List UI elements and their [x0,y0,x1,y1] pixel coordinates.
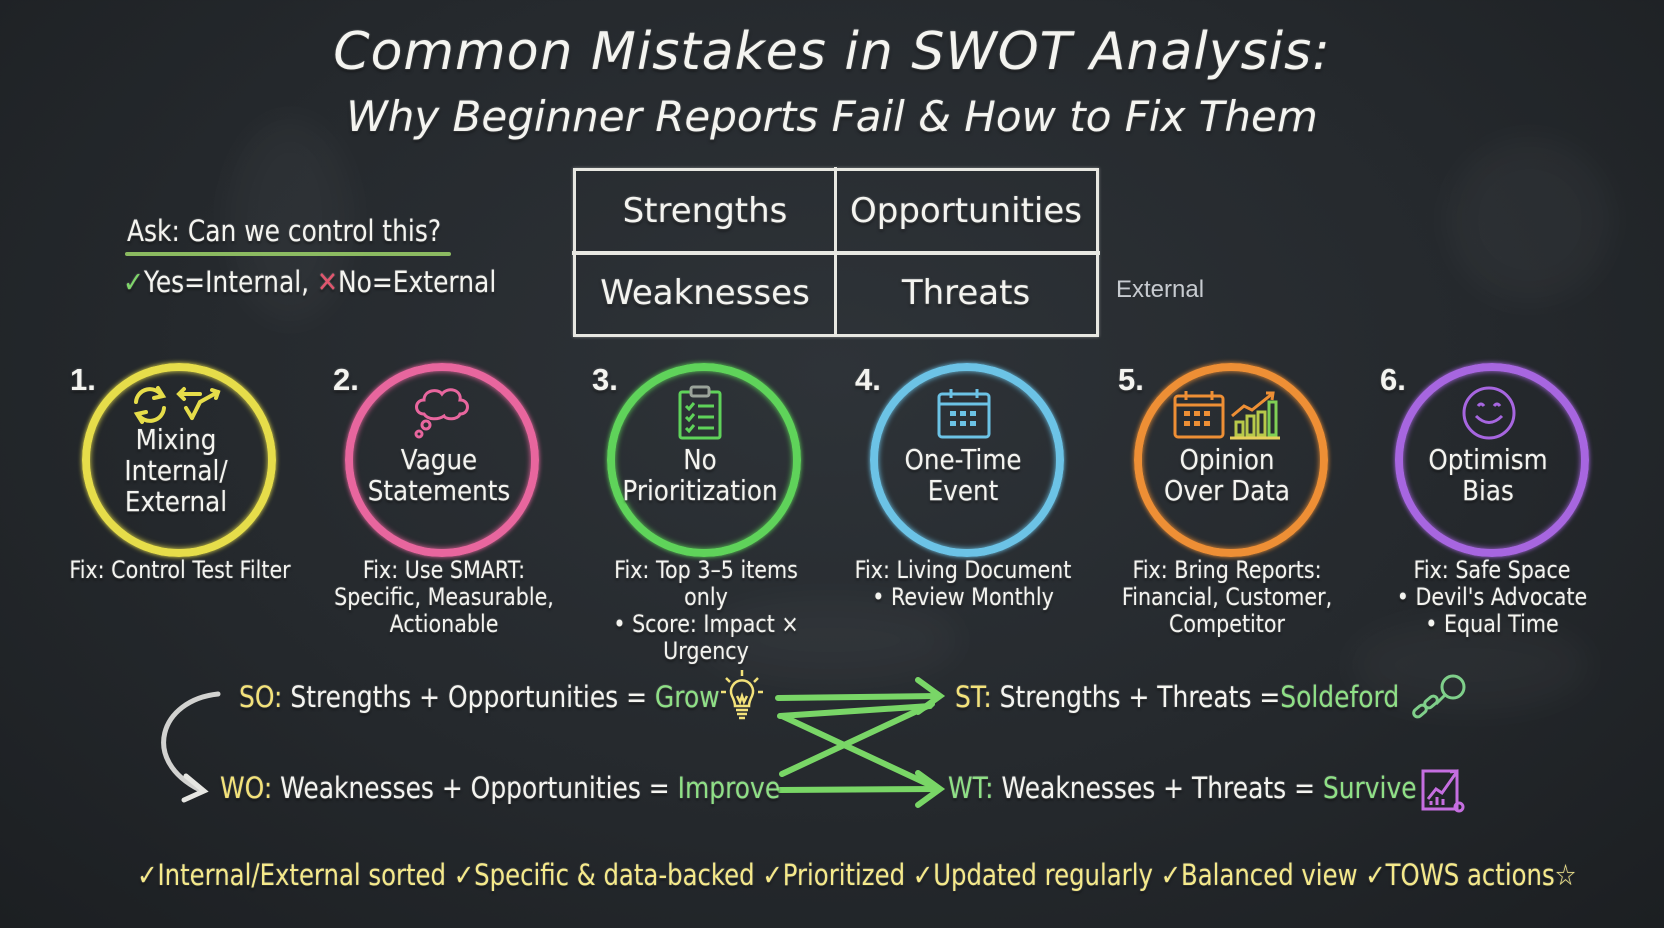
mistake-title-6: Optimism Bias [1400,444,1576,506]
tows-code: SO: [239,680,283,714]
tows-code: WO: [220,771,273,805]
link-magnifier-icon [1410,672,1470,729]
tows-wt: WT: Weaknesses + Threats = Survive [948,771,1417,805]
mistake-fix-4: Fix: Living Document • Review Monthly [851,557,1075,611]
mistake-title-line: Internal/ [124,454,228,487]
checklist-text: ✓Internal/External sorted ✓Specific & da… [137,858,1577,892]
mistake-title-line: Mixing [135,423,217,456]
mistake-number: 1. [70,362,96,397]
fix-line: Fix: Bring Reports: [1132,556,1322,584]
tows-result: Grow [654,680,720,714]
clipboard-checklist-icon [677,384,723,445]
fix-line: Fix: Living Document [854,556,1072,584]
mistake-title-line: No [683,443,717,476]
swot-grid: Strengths Opportunities Weaknesses Threa… [572,167,1100,337]
thought-cloud-icon [410,382,474,447]
yes-internal-text: Yes=Internal, [143,265,310,299]
page-title: Common Mistakes in SWOT Analysis: [333,22,1331,82]
mistake-title-line: External [124,485,228,518]
no-external-text: No=External [337,265,497,299]
fix-line: Fix: Top 3–5 items only [614,556,798,611]
mistake-circle-5 [1134,363,1328,557]
mistake-number: 3. [592,362,618,397]
check-icon: ✓ [123,265,144,299]
tows-result: Soldeford [1280,680,1400,714]
mistake-title-line: Over Data [1164,474,1290,507]
tows-code: ST: [955,680,992,714]
mistake-number: 5. [1118,362,1144,397]
mistake-title-line: Opinion [1179,443,1275,476]
mistake-title-line: Statements [367,474,511,507]
tows-formula: Strengths + Opportunities = [290,680,647,714]
chart-growth-icon [1420,765,1466,818]
mistake-circle-6 [1395,363,1589,557]
fix-line: Competitor [1169,610,1285,638]
tows-result: Improve [677,771,781,805]
mistake-title-1: Mixing Internal/ External [88,424,264,517]
mistake-fix-3: Fix: Top 3–5 items only • Score: Impact … [589,557,823,665]
tows-formula: Weaknesses + Threats = [1001,771,1315,805]
mistake-number: 2. [333,362,359,397]
mistake-title-4: One-Time Event [875,444,1051,506]
mistake-fix-6: Fix: Safe Space • Devil's Advocate • Equ… [1380,557,1604,638]
tows-code: WT: [948,771,994,805]
fix-line: Actionable [389,610,499,638]
mistake-title-5: Opinion Over Data [1139,444,1315,506]
calendar-chart-icon [1172,388,1282,445]
mistake-title-line: Prioritization [622,474,778,507]
calendar-icon [936,386,992,445]
swot-cell-weaknesses: Weaknesses [600,273,810,313]
swot-cell-threats: Threats [901,273,1031,313]
control-test-answers: ✓Yes=Internal, ✕No=External [123,265,496,299]
success-checklist: ✓Internal/External sorted ✓Specific & da… [0,858,1664,892]
fix-line: • Score: Impact × Urgency [613,610,799,665]
smiley-icon [1461,385,1517,446]
mistake-circle-3 [607,363,801,557]
mistake-title-line: Event [927,474,999,507]
tows-formula: Strengths + Threats = [999,680,1281,714]
grid-divider-horizontal [572,251,1100,255]
fix-line: Fix: Control Test Filter [69,556,291,584]
fix-line: Fix: Use SMART: [362,556,526,584]
tows-result: Survive [1322,771,1417,805]
cycle-arrows-icon [128,382,228,431]
swot-cell-strengths: Strengths [622,191,788,231]
mistake-circle-2 [345,363,539,557]
mistake-title-2: Vague Statements [351,444,527,506]
tows-wo: WO: Weaknesses + Opportunities = Improve [220,771,780,805]
fix-line: • Devil's Advocate [1396,583,1588,611]
mistake-title-line: One-Time [904,443,1022,476]
fix-line: Specific, Measurable, [334,583,554,611]
mistake-title-line: Vague [400,443,478,476]
mistake-number: 4. [855,362,881,397]
mistake-circle-1 [82,363,276,557]
mistake-title-line: Bias [1462,474,1514,507]
fix-line: • Equal Time [1425,610,1559,638]
tows-so: SO: Strengths + Opportunities = Grow [239,680,720,714]
mistake-fix-1: Fix: Control Test Filter [68,557,292,584]
mistake-circle-4 [870,363,1064,557]
page-subtitle: Why Beginner Reports Fail & How to Fix T… [346,92,1318,141]
fix-line: • Review Monthly [872,583,1054,611]
mistake-title-line: Optimism [1428,443,1548,476]
mistake-fix-2: Fix: Use SMART: Specific, Measurable, Ac… [332,557,556,638]
lightbulb-icon [720,668,764,727]
fix-line: Fix: Safe Space [1413,556,1571,584]
tows-formula: Weaknesses + Opportunities = [280,771,670,805]
fix-line: Financial, Customer, [1121,583,1333,611]
mistake-fix-5: Fix: Bring Reports: Financial, Customer,… [1115,557,1339,638]
cross-icon: ✕ [317,265,338,299]
mistake-title-3: No Prioritization [612,444,788,506]
chalk-underline [125,252,451,256]
mistake-number: 6. [1380,362,1406,397]
control-test-question: Ask: Can we control this? [127,214,442,248]
swot-cell-opportunities: Opportunities [850,191,1082,231]
tows-st: ST: Strengths + Threats =Soldeford [955,680,1399,714]
external-label: External [1116,276,1205,303]
